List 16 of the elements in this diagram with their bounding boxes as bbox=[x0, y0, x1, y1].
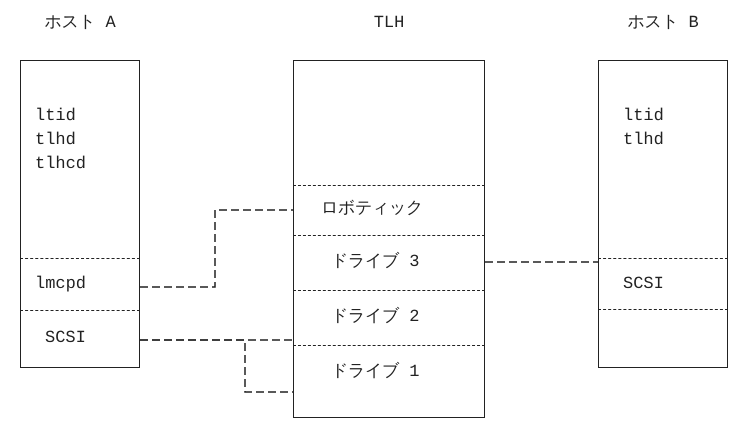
heading: ホスト A bbox=[43, 13, 117, 35]
component-name: ltid tlhd bbox=[623, 106, 665, 152]
component-name: ドライブ 1 bbox=[331, 361, 420, 384]
component-name: lmcpd bbox=[35, 274, 86, 296]
component-name: SCSI bbox=[623, 274, 664, 296]
heading: ホスト B bbox=[626, 13, 700, 35]
component-name: ドライブ 2 bbox=[331, 306, 420, 329]
connector-line bbox=[140, 339, 293, 393]
connector-line bbox=[485, 261, 598, 263]
connector-line bbox=[140, 209, 293, 288]
box-section bbox=[598, 258, 728, 310]
component-name: ltid tlhd tlhcd bbox=[35, 106, 88, 176]
component-name: ロボティック bbox=[321, 198, 423, 221]
component-name: ドライブ 3 bbox=[331, 251, 420, 274]
component-name: SCSI bbox=[45, 328, 86, 350]
heading: TLH bbox=[372, 13, 406, 35]
